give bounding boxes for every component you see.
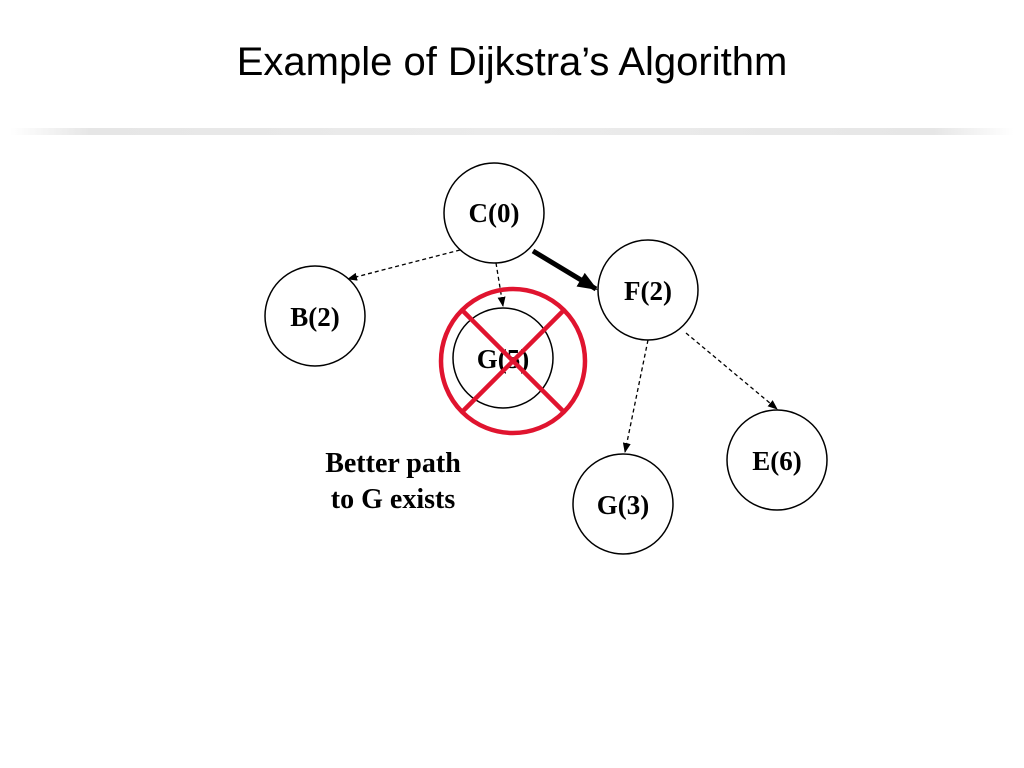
cross-in-circle-icon [438, 286, 588, 436]
edge-c-b [347, 249, 461, 281]
node-b: B(2) [264, 265, 366, 367]
svg-text:B(2): B(2) [290, 302, 340, 332]
slide-title: Example of Dijkstra’s Algorithm [236, 40, 788, 84]
node-f: F(2) [597, 239, 699, 341]
edge-f-g-better [622, 339, 649, 453]
node-e: E(6) [726, 409, 828, 511]
better-path-note: Better path to G exists [290, 446, 496, 518]
node-c: C(0) [443, 162, 545, 264]
svg-text:C(0): C(0) [469, 198, 520, 228]
node-g-rejected: G(5) [452, 307, 554, 409]
svg-text:F(2): F(2) [624, 276, 672, 306]
node-g-better: G(3) [572, 453, 674, 555]
note-line-2: to G exists [330, 484, 456, 515]
title-divider [10, 128, 1014, 135]
note-line-1: Better path [325, 448, 461, 479]
svg-text:G(3): G(3) [597, 490, 649, 520]
svg-text:E(6): E(6) [752, 446, 802, 476]
edge-f-e [685, 332, 778, 410]
edge-c-f-selected [531, 248, 598, 292]
edge-c-g-rejected [495, 262, 506, 307]
